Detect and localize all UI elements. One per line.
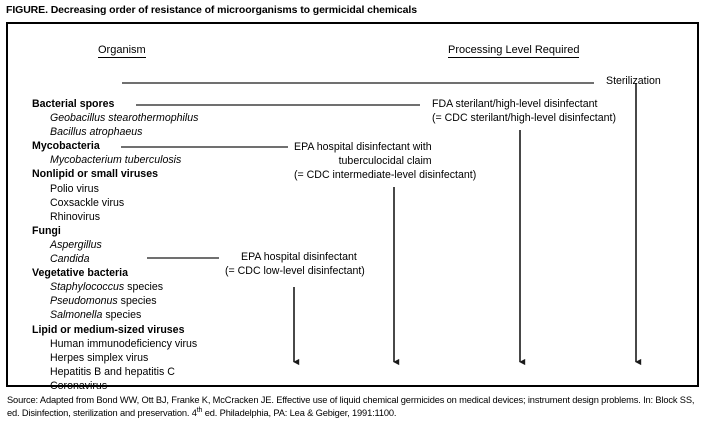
species-qualifier: species — [124, 281, 164, 294]
organism-species-row: Pseudomonus species — [32, 294, 282, 308]
fda-line-2: (= CDC sterilant/high-level disinfectant… — [432, 112, 616, 125]
source-line-2-a: problems. In: Block SS, ed. Disinfection… — [7, 395, 695, 418]
genus-name: Pseudomonus — [50, 295, 118, 308]
figure-canvas: Organism Processing Level Required — [8, 24, 697, 392]
organism-category-row: Fungi — [32, 224, 61, 237]
organism-category-row: Mycobacteria — [32, 140, 100, 153]
figure-frame: Organism Processing Level Required — [6, 22, 699, 392]
source-line-1: Source: Adapted from Bond WW, Ott BJ, Fr… — [7, 395, 599, 405]
level-label-fda-high-level: FDA sterilant/high-level disinfectant (=… — [432, 97, 616, 125]
epa-tb-line-3: (= CDC intermediate-level disinfectant) — [294, 169, 477, 182]
genus-name: Staphylococcus — [50, 281, 125, 294]
source-ordinal-suffix: th — [196, 406, 203, 414]
genus-name: Salmonella — [50, 309, 103, 322]
species-qualifier: species — [102, 309, 142, 322]
organism-category-row: Vegetative bacteria — [32, 267, 128, 280]
level-label-sterilization: Sterilization — [606, 75, 661, 87]
organism-species-row: Human immunodeficiency virus — [50, 337, 198, 350]
epa-tb-line-1: EPA hospital disinfectant with — [294, 141, 432, 153]
organism-species-row: Geobacillus stearothermophilus — [50, 112, 199, 125]
source-line-2-b: ed. Philadelphia, PA: Lea & Gebiger, 199… — [202, 407, 397, 418]
organism-species-row: Staphylococcus species — [32, 280, 282, 294]
species-qualifier: species — [117, 295, 157, 308]
organism-species-row: Salmonella species — [32, 308, 282, 322]
level-label-epa-intermediate: EPA hospital disinfectant with tuberculo… — [294, 140, 476, 183]
column-heading-organism: Organism — [98, 44, 146, 58]
organism-species-row: Bacillus atrophaeus — [50, 126, 143, 139]
organism-species-row: Mycobacterium tuberculosis — [50, 154, 182, 167]
organism-species-row: Herpes simplex virus — [50, 351, 149, 364]
organism-category-row: Nonlipid or small viruses — [32, 168, 158, 181]
organism-species-row: Polio virus — [50, 182, 99, 195]
organism-species-row: Aspergillus — [50, 238, 102, 251]
epa-tb-line-2: tuberculocidal claim — [338, 155, 432, 168]
organism-species-row: Coronavirus — [50, 379, 108, 392]
column-heading-processing-level: Processing Level Required — [448, 44, 580, 58]
epa-low-line-1: EPA hospital disinfectant — [241, 251, 357, 263]
organism-species-row: Rhinovirus — [50, 210, 101, 223]
organism-species-row: Coxsackle virus — [50, 196, 125, 209]
figure-caption: FIGURE. Decreasing order of resistance o… — [6, 4, 417, 16]
organism-species-row: Hepatitis B and hepatitis C — [50, 365, 175, 378]
source-note: Source: Adapted from Bond WW, Ott BJ, Fr… — [7, 394, 697, 419]
level-label-epa-low: EPA hospital disinfectant (= CDC low-lev… — [225, 250, 365, 278]
epa-low-line-2: (= CDC low-level disinfectant) — [225, 265, 365, 278]
fda-line-1: FDA sterilant/high-level disinfectant — [432, 98, 598, 110]
organism-category-row: Lipid or medium-sized viruses — [32, 323, 185, 336]
organism-species-row: Candida — [50, 253, 90, 266]
organism-category-row: Bacterial spores — [32, 98, 115, 110]
